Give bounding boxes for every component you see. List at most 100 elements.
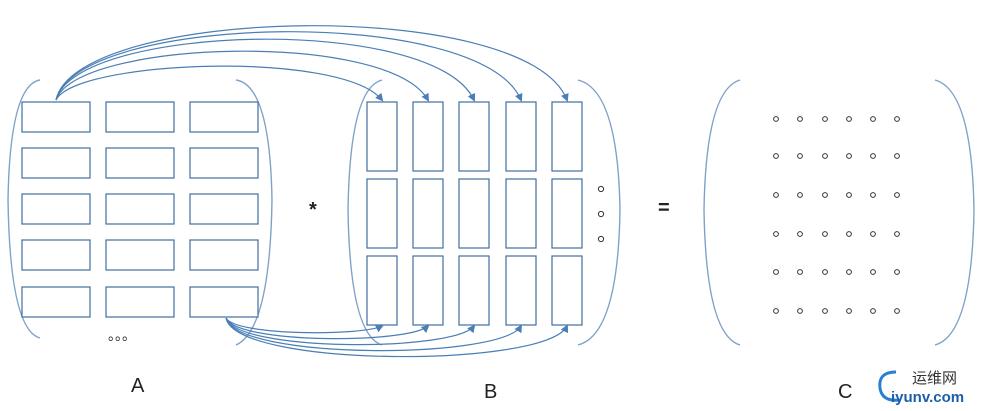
matrix-c-brackets bbox=[703, 79, 975, 346]
arrow-bottom bbox=[225, 317, 523, 352]
matrix-a-brackets bbox=[7, 79, 273, 346]
matrix-c-dot bbox=[894, 153, 900, 159]
matrix-c-dot bbox=[870, 153, 876, 159]
matrix-c-dot bbox=[894, 192, 900, 198]
arrow-top bbox=[55, 31, 523, 102]
matrix-c-dot bbox=[870, 269, 876, 275]
matrix-a-cell bbox=[189, 239, 259, 271]
matrix-a-cell bbox=[189, 101, 259, 133]
matrix-c-dot bbox=[773, 231, 779, 237]
matrix-b-continuation-dot bbox=[597, 185, 605, 193]
matrix-a-cell bbox=[189, 147, 259, 179]
matrix-b-cell bbox=[505, 101, 537, 172]
matrix-b-cell bbox=[412, 101, 444, 172]
matrix-a-cell bbox=[105, 193, 175, 225]
watermark-swirl-icon bbox=[878, 370, 901, 402]
matrix-c-dot bbox=[846, 153, 852, 159]
matrix-b-continuation-dot bbox=[597, 210, 605, 218]
matrix-a-right-bracket bbox=[235, 79, 273, 346]
arrow-bottom bbox=[225, 317, 384, 334]
matrix-b-cell bbox=[412, 255, 444, 326]
matrix-c-left-bracket bbox=[703, 79, 741, 346]
matrix-c-dot bbox=[846, 116, 852, 122]
matrix-a-cell bbox=[21, 147, 91, 179]
matrix-a-continuation: 。。。 bbox=[108, 327, 136, 343]
matrix-c-dot bbox=[894, 269, 900, 275]
matrix-a-label: A bbox=[131, 375, 145, 397]
matrix-b-cell bbox=[458, 101, 490, 172]
matrix-c-dot bbox=[822, 308, 828, 314]
watermark-en: iyunv.com bbox=[891, 389, 964, 406]
matrix-c-dot bbox=[870, 116, 876, 122]
arrow-top bbox=[55, 25, 569, 102]
matrix-a-cells bbox=[21, 101, 259, 318]
matrix-b-continuation bbox=[597, 185, 605, 243]
matrix-b-brackets bbox=[347, 79, 621, 346]
matrix-b-label: B bbox=[484, 381, 497, 403]
matrix-c-dot bbox=[846, 192, 852, 198]
matrix-b-cell bbox=[366, 178, 398, 249]
matrix-a-cell bbox=[189, 193, 259, 225]
arrow-bottom bbox=[225, 317, 568, 358]
matrix-c-dot bbox=[870, 308, 876, 314]
matrix-c-dot bbox=[773, 269, 779, 275]
matrix-c-dot bbox=[846, 269, 852, 275]
matrix-a-cell bbox=[21, 286, 91, 318]
matrix-c-dot bbox=[797, 308, 803, 314]
matrix-c-dot bbox=[846, 231, 852, 237]
matrix-c-dot bbox=[797, 269, 803, 275]
matrix-b-cell bbox=[551, 178, 583, 249]
matrix-b-right-bracket bbox=[577, 79, 621, 346]
matrix-a-cell bbox=[21, 193, 91, 225]
matrix-c-dot bbox=[870, 192, 876, 198]
matrix-c-dot bbox=[846, 308, 852, 314]
matrix-c-dot bbox=[797, 192, 803, 198]
matrix-c-dot bbox=[870, 231, 876, 237]
matrix-a-cell bbox=[21, 239, 91, 271]
watermark-logo: 运维网 iyunv.com bbox=[878, 369, 964, 406]
arrow-top bbox=[55, 38, 476, 102]
equals-operator: = bbox=[658, 197, 670, 219]
matrix-b-cell bbox=[366, 101, 398, 172]
matrix-b-cell bbox=[551, 255, 583, 326]
matrix-c-dot bbox=[894, 231, 900, 237]
matrix-b-cell bbox=[458, 178, 490, 249]
matrix-a-cell bbox=[189, 286, 259, 318]
matrix-a-cell bbox=[105, 101, 175, 133]
matrix-c-dot bbox=[894, 116, 900, 122]
arrows-bottom-row-to-columns bbox=[225, 317, 568, 358]
matrix-a-cell bbox=[105, 147, 175, 179]
matrix-c-dot bbox=[773, 192, 779, 198]
matrix-b-cell bbox=[458, 255, 490, 326]
matrix-b-cell bbox=[505, 255, 537, 326]
matrix-c-dot bbox=[822, 269, 828, 275]
matrix-b-cell bbox=[551, 101, 583, 172]
matrix-c-label: C bbox=[838, 381, 852, 403]
matrix-c-dot bbox=[822, 192, 828, 198]
matrix-c-dot bbox=[797, 116, 803, 122]
matrix-a-cell bbox=[105, 239, 175, 271]
arrow-top bbox=[55, 50, 429, 102]
matrix-b-continuation-dot bbox=[597, 235, 605, 243]
matrix-b-cells bbox=[366, 101, 583, 326]
matrix-b-cell bbox=[505, 178, 537, 249]
matrix-a-left-bracket bbox=[7, 79, 41, 339]
matrix-b-cell bbox=[412, 178, 444, 249]
matrix-c-dot bbox=[773, 308, 779, 314]
arrows-top-row-to-columns bbox=[55, 25, 569, 102]
matrix-c-dot bbox=[894, 308, 900, 314]
arrow-top bbox=[55, 65, 384, 102]
matrix-c-dot bbox=[773, 153, 779, 159]
matrix-c-dot bbox=[797, 153, 803, 159]
multiply-operator: * bbox=[309, 199, 317, 221]
matrix-c-dot bbox=[797, 231, 803, 237]
matrix-c-dot bbox=[822, 231, 828, 237]
matrix-c-right-bracket bbox=[934, 79, 975, 346]
arrow-bottom bbox=[225, 317, 430, 340]
matrix-b-left-bracket bbox=[347, 79, 383, 346]
matrix-c-dots bbox=[773, 116, 900, 314]
matrix-c-dot bbox=[822, 116, 828, 122]
watermark-cn: 运维网 bbox=[912, 369, 957, 387]
